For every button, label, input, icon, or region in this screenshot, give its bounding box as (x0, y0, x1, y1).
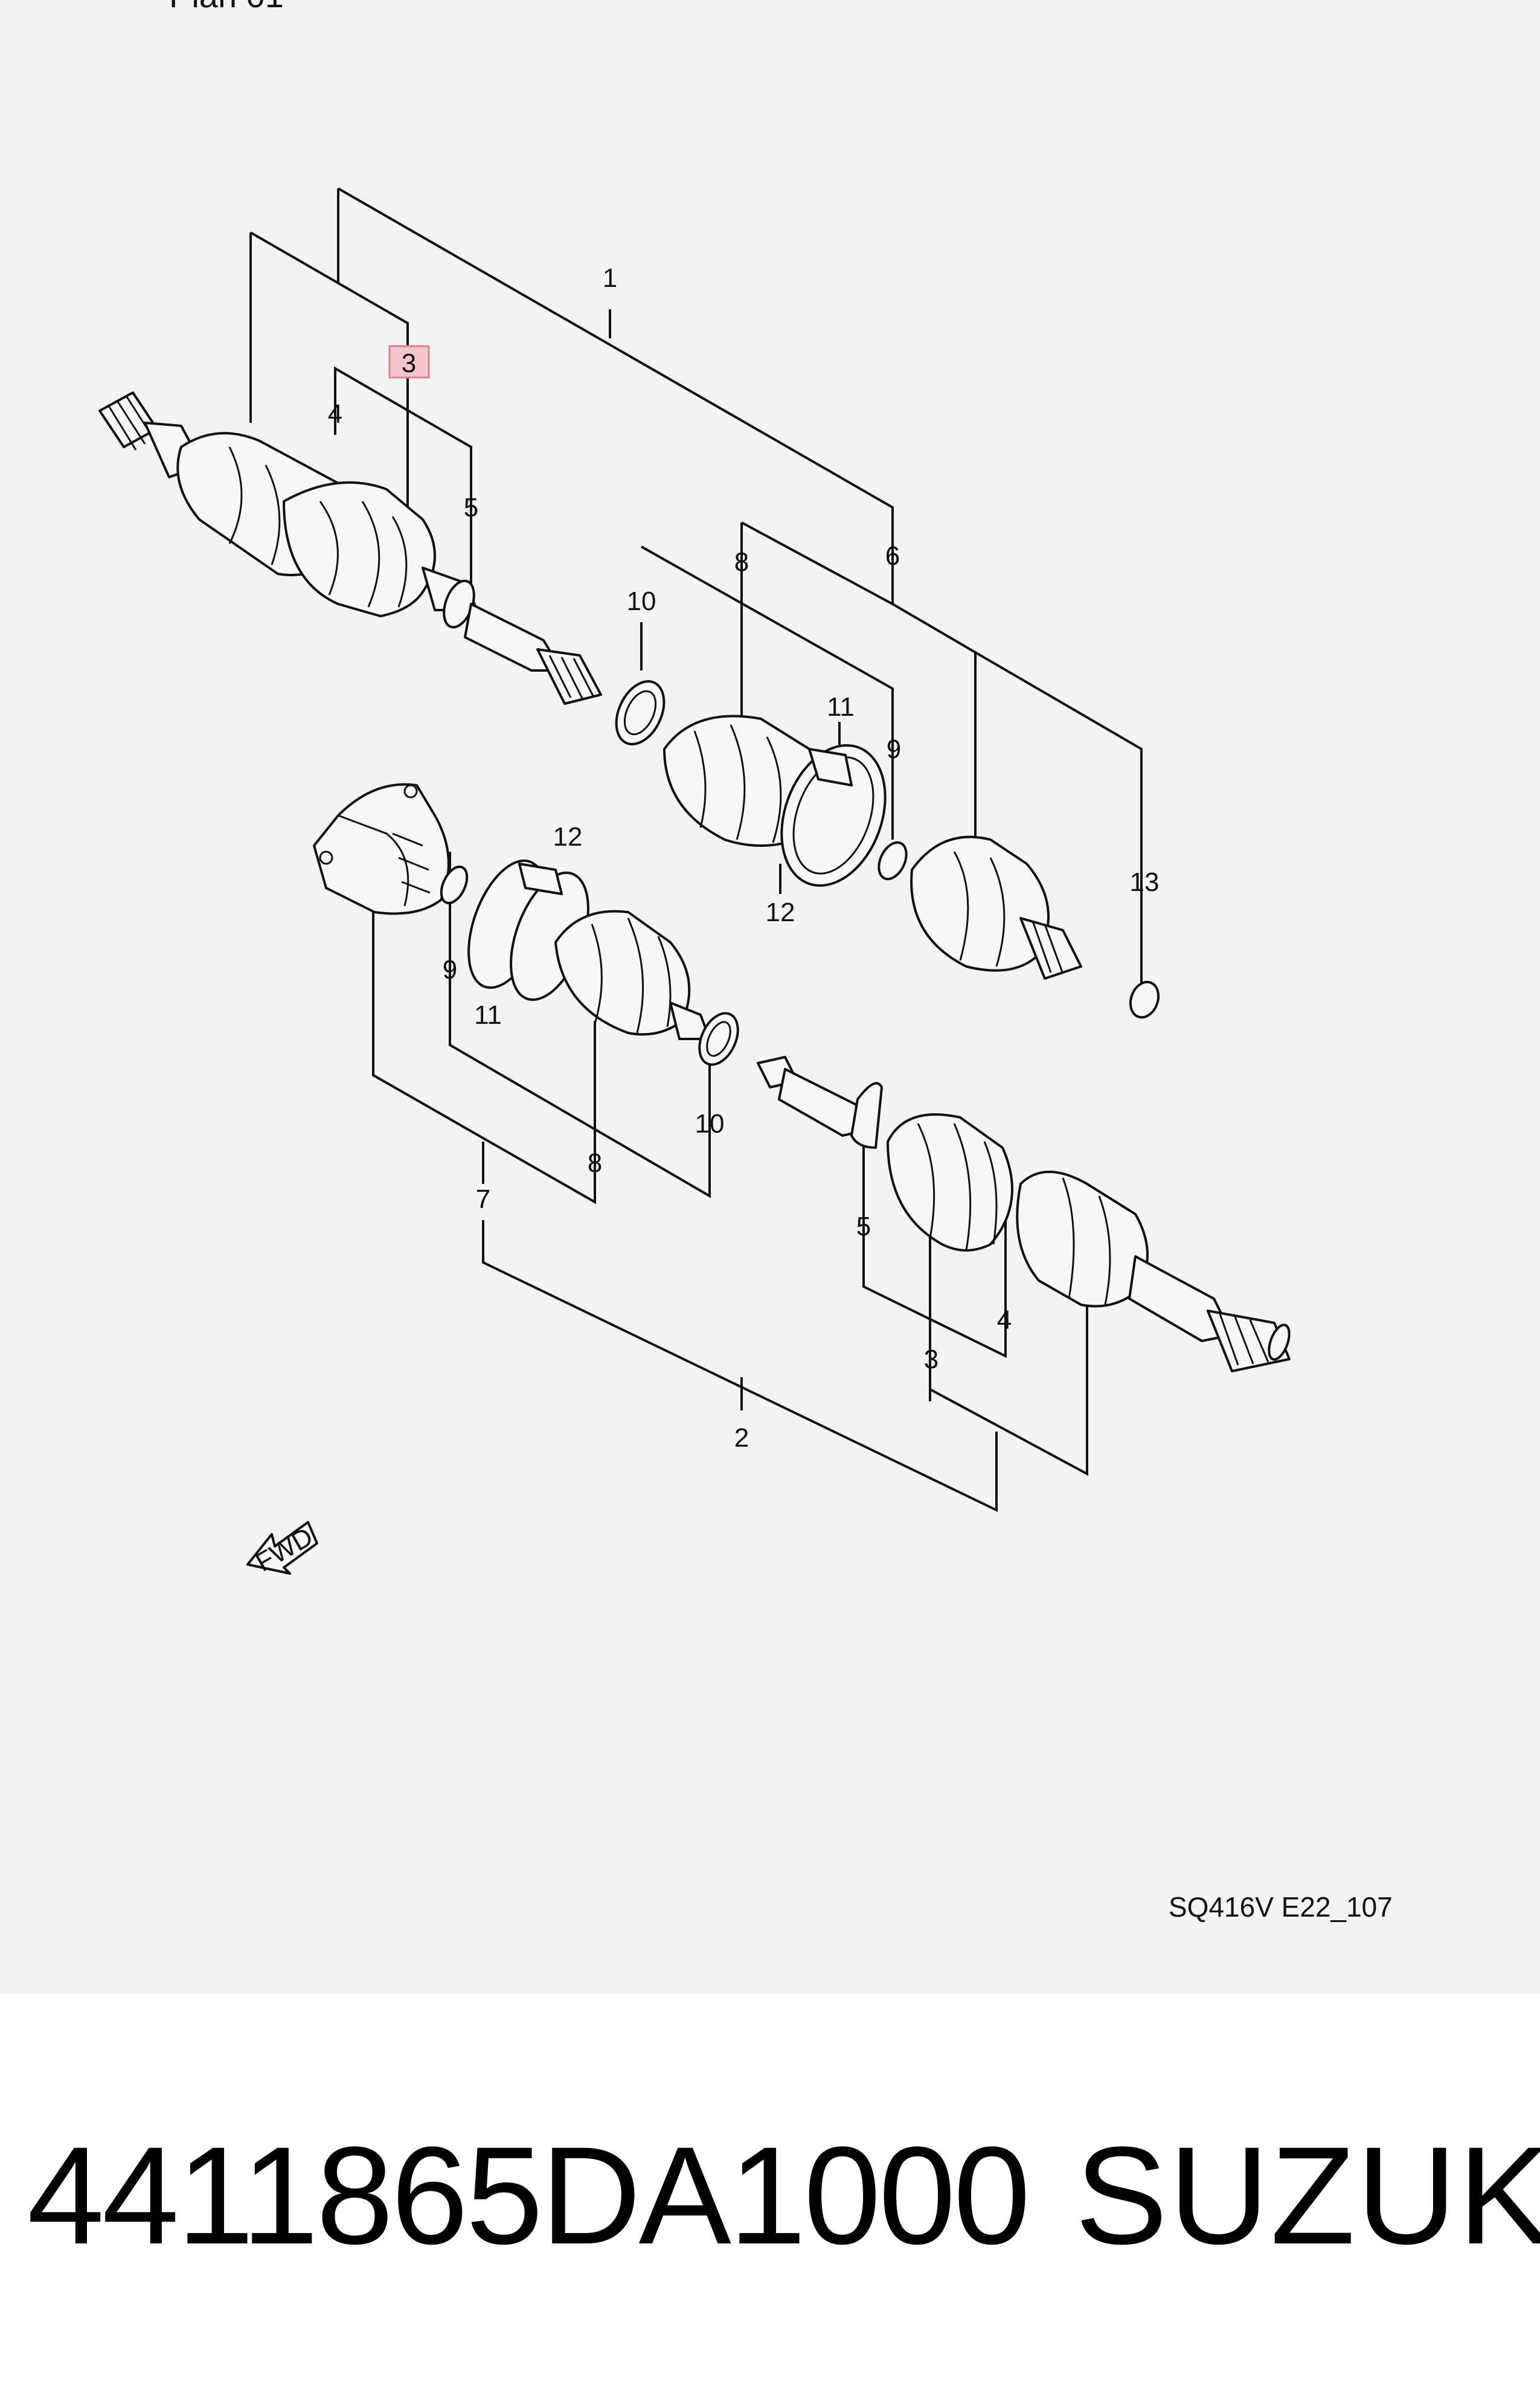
callout-10-upper[interactable]: 10 (627, 587, 656, 616)
lower-snap-ring (440, 866, 469, 904)
upper-large-clamp (780, 744, 887, 887)
callout-8-upper[interactable]: 8 (734, 547, 749, 577)
callout-11-lower[interactable]: 11 (474, 1000, 502, 1030)
callout-1[interactable]: 1 (603, 263, 617, 293)
lower-inner-boot (554, 910, 711, 1040)
callout-5-upper[interactable]: 5 (464, 493, 478, 522)
callout-4-lower[interactable]: 4 (997, 1305, 1012, 1335)
callouts: 3 1 4 5 6 8 10 11 9 12 13 12 9 11 10 8 7… (328, 263, 1160, 1453)
callout-7[interactable]: 7 (476, 1185, 490, 1214)
callout-9-upper[interactable]: 9 (887, 735, 901, 764)
callout-9-lower[interactable]: 9 (443, 955, 457, 985)
callout-4-upper[interactable]: 4 (328, 399, 342, 429)
callout-5-lower[interactable]: 5 (856, 1212, 871, 1241)
callout-12-upper[interactable]: 12 (553, 822, 583, 852)
lower-shaft-assembly (757, 1056, 1291, 1372)
highlighted-callout-box (388, 345, 430, 379)
callout-3-lower[interactable]: 3 (924, 1345, 938, 1374)
callout-12-mid[interactable]: 12 (766, 898, 795, 927)
leader-lines (249, 187, 1143, 1513)
callout-3-highlighted[interactable]: 3 (402, 349, 416, 378)
upper-inner-boot (663, 715, 820, 847)
callout-6[interactable]: 6 (885, 541, 900, 571)
fwd-arrow-icon: FWD (246, 1521, 318, 1578)
upper-snap-ring (877, 841, 908, 881)
upper-shaft-assembly (98, 391, 602, 705)
upper-inner-joint (910, 835, 1082, 980)
diagram-code: SQ416V E22_107 (1169, 1891, 1393, 1923)
lower-inner-joint (313, 783, 450, 915)
lower-clamp (698, 1012, 739, 1066)
part-number: 4411865DA1000 (27, 2118, 1031, 2273)
brand-name: SUZUKI (1075, 2118, 1540, 2273)
cut-off-heading: Plan 01 (169, 0, 284, 15)
callout-2[interactable]: 2 (734, 1423, 749, 1453)
callout-10-lower[interactable]: 10 (695, 1109, 725, 1139)
callout-8-lower[interactable]: 8 (588, 1148, 602, 1178)
upper-clamp (615, 680, 666, 745)
callout-13[interactable]: 13 (1130, 867, 1160, 897)
circlip (1129, 980, 1160, 1019)
diagram-panel: Plan 01 (0, 0, 1540, 1993)
callout-11-upper[interactable]: 11 (827, 692, 855, 722)
footer (0, 1993, 1540, 2392)
drive-shaft-exploded-diagram: FWD 3 1 4 5 6 8 10 11 9 12 13 12 9 11 10… (98, 187, 1291, 1578)
